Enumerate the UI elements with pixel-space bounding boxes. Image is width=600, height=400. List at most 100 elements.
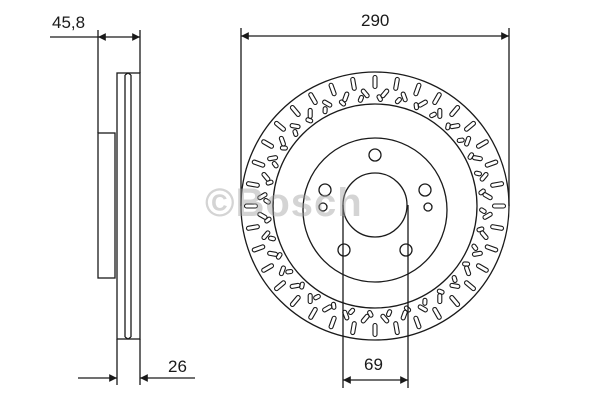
bolt-hole — [399, 243, 413, 257]
cooling-slot — [285, 268, 294, 275]
cooling-slot — [445, 122, 451, 131]
cooling-slot — [464, 135, 472, 147]
vent-cap — [124, 72, 132, 340]
cooling-slot — [403, 305, 412, 313]
cooling-slots — [243, 74, 507, 338]
cooling-slot — [245, 224, 260, 231]
cooling-slot — [289, 295, 301, 307]
cooling-slot — [328, 82, 337, 97]
cooling-slot — [475, 263, 489, 273]
cooling-slot — [422, 297, 428, 306]
cooling-slot — [436, 288, 445, 295]
cooling-slot — [257, 192, 268, 201]
cooling-slot — [413, 102, 420, 111]
locating-hole — [318, 202, 328, 212]
cooling-slot — [289, 282, 301, 289]
bolt-hole — [418, 183, 432, 197]
cooling-slot — [437, 107, 443, 119]
cooling-slot — [475, 139, 489, 149]
cooling-slot — [322, 304, 333, 313]
cooling-slot — [263, 197, 271, 205]
cooling-slot — [265, 179, 274, 186]
cooling-slot — [289, 123, 301, 130]
cooling-slot — [267, 235, 277, 242]
hat-section — [97, 132, 116, 279]
bolt-hole — [368, 148, 382, 162]
front-view — [240, 28, 510, 388]
cooling-slot — [451, 275, 458, 283]
cooling-slot — [479, 207, 487, 215]
cooling-slot — [338, 99, 347, 107]
cooling-slot — [275, 252, 283, 260]
cooling-slot — [330, 301, 337, 310]
outer-disc-edge — [240, 71, 510, 341]
cooling-slot — [357, 94, 365, 103]
cooling-slot — [478, 188, 486, 196]
cooling-slot — [449, 295, 461, 307]
cooling-slot — [449, 282, 461, 289]
cooling-slot — [429, 111, 437, 119]
dimension-label-thickness: 26 — [168, 357, 187, 376]
cooling-slot — [471, 243, 479, 252]
cooling-slot — [278, 135, 286, 147]
cooling-slot — [292, 129, 299, 137]
cooling-slot — [464, 265, 472, 277]
watermark: ©Bosch — [205, 181, 363, 225]
cooling-slot — [261, 139, 275, 149]
cooling-slot — [243, 203, 259, 209]
cooling-slot — [307, 107, 313, 119]
cooling-slot — [299, 281, 305, 290]
cooling-slot — [307, 293, 313, 305]
cooling-slot — [394, 96, 402, 105]
cooling-slot — [432, 92, 442, 106]
cooling-slot — [350, 321, 357, 336]
cooling-slot — [305, 117, 314, 124]
cooling-slot — [376, 94, 383, 102]
cooling-slot — [484, 159, 499, 168]
cooling-slot — [490, 224, 505, 231]
bolt-hole — [337, 243, 351, 257]
cooling-slot — [245, 181, 260, 188]
cooling-slot — [449, 105, 461, 117]
cooling-slot — [464, 280, 476, 292]
cooling-slot — [251, 244, 266, 253]
cooling-slot — [274, 120, 286, 132]
cooling-slot — [437, 293, 443, 305]
cooling-slot — [342, 309, 350, 321]
cooling-slot — [289, 105, 301, 117]
cooling-slot — [413, 315, 422, 330]
dimension-label-diameter: 290 — [361, 11, 390, 30]
cooling-slot — [261, 263, 275, 273]
cooling-slot — [490, 181, 505, 188]
cooling-slot — [372, 74, 378, 90]
cooling-slot — [350, 76, 357, 91]
cooling-slot — [484, 244, 499, 253]
cooling-slot — [471, 250, 483, 257]
cooling-slot — [308, 92, 318, 106]
cooling-slot — [393, 76, 400, 91]
cooling-slot — [432, 306, 442, 320]
cooling-slot — [462, 261, 471, 267]
cooling-slot — [274, 280, 286, 292]
cooling-slot — [261, 230, 271, 241]
cooling-slot — [413, 82, 422, 97]
cooling-slot — [360, 88, 370, 99]
cooling-slot — [467, 152, 475, 160]
cooling-slot — [279, 145, 288, 151]
cooling-slot — [491, 203, 507, 209]
cooling-slot — [264, 216, 272, 224]
cooling-slot — [473, 170, 483, 177]
cooling-slot — [328, 315, 337, 330]
cooling-slot — [482, 211, 493, 220]
cooling-slot — [251, 159, 266, 168]
cooling-slot — [271, 160, 279, 169]
side-view — [50, 30, 195, 385]
cooling-slot — [322, 106, 328, 115]
cooling-slot — [393, 321, 400, 336]
cooling-slot — [479, 171, 489, 182]
cooling-slot — [372, 322, 378, 338]
cooling-slot — [476, 226, 485, 233]
cooling-slot — [348, 307, 356, 316]
inner-ring-edge — [272, 103, 478, 309]
